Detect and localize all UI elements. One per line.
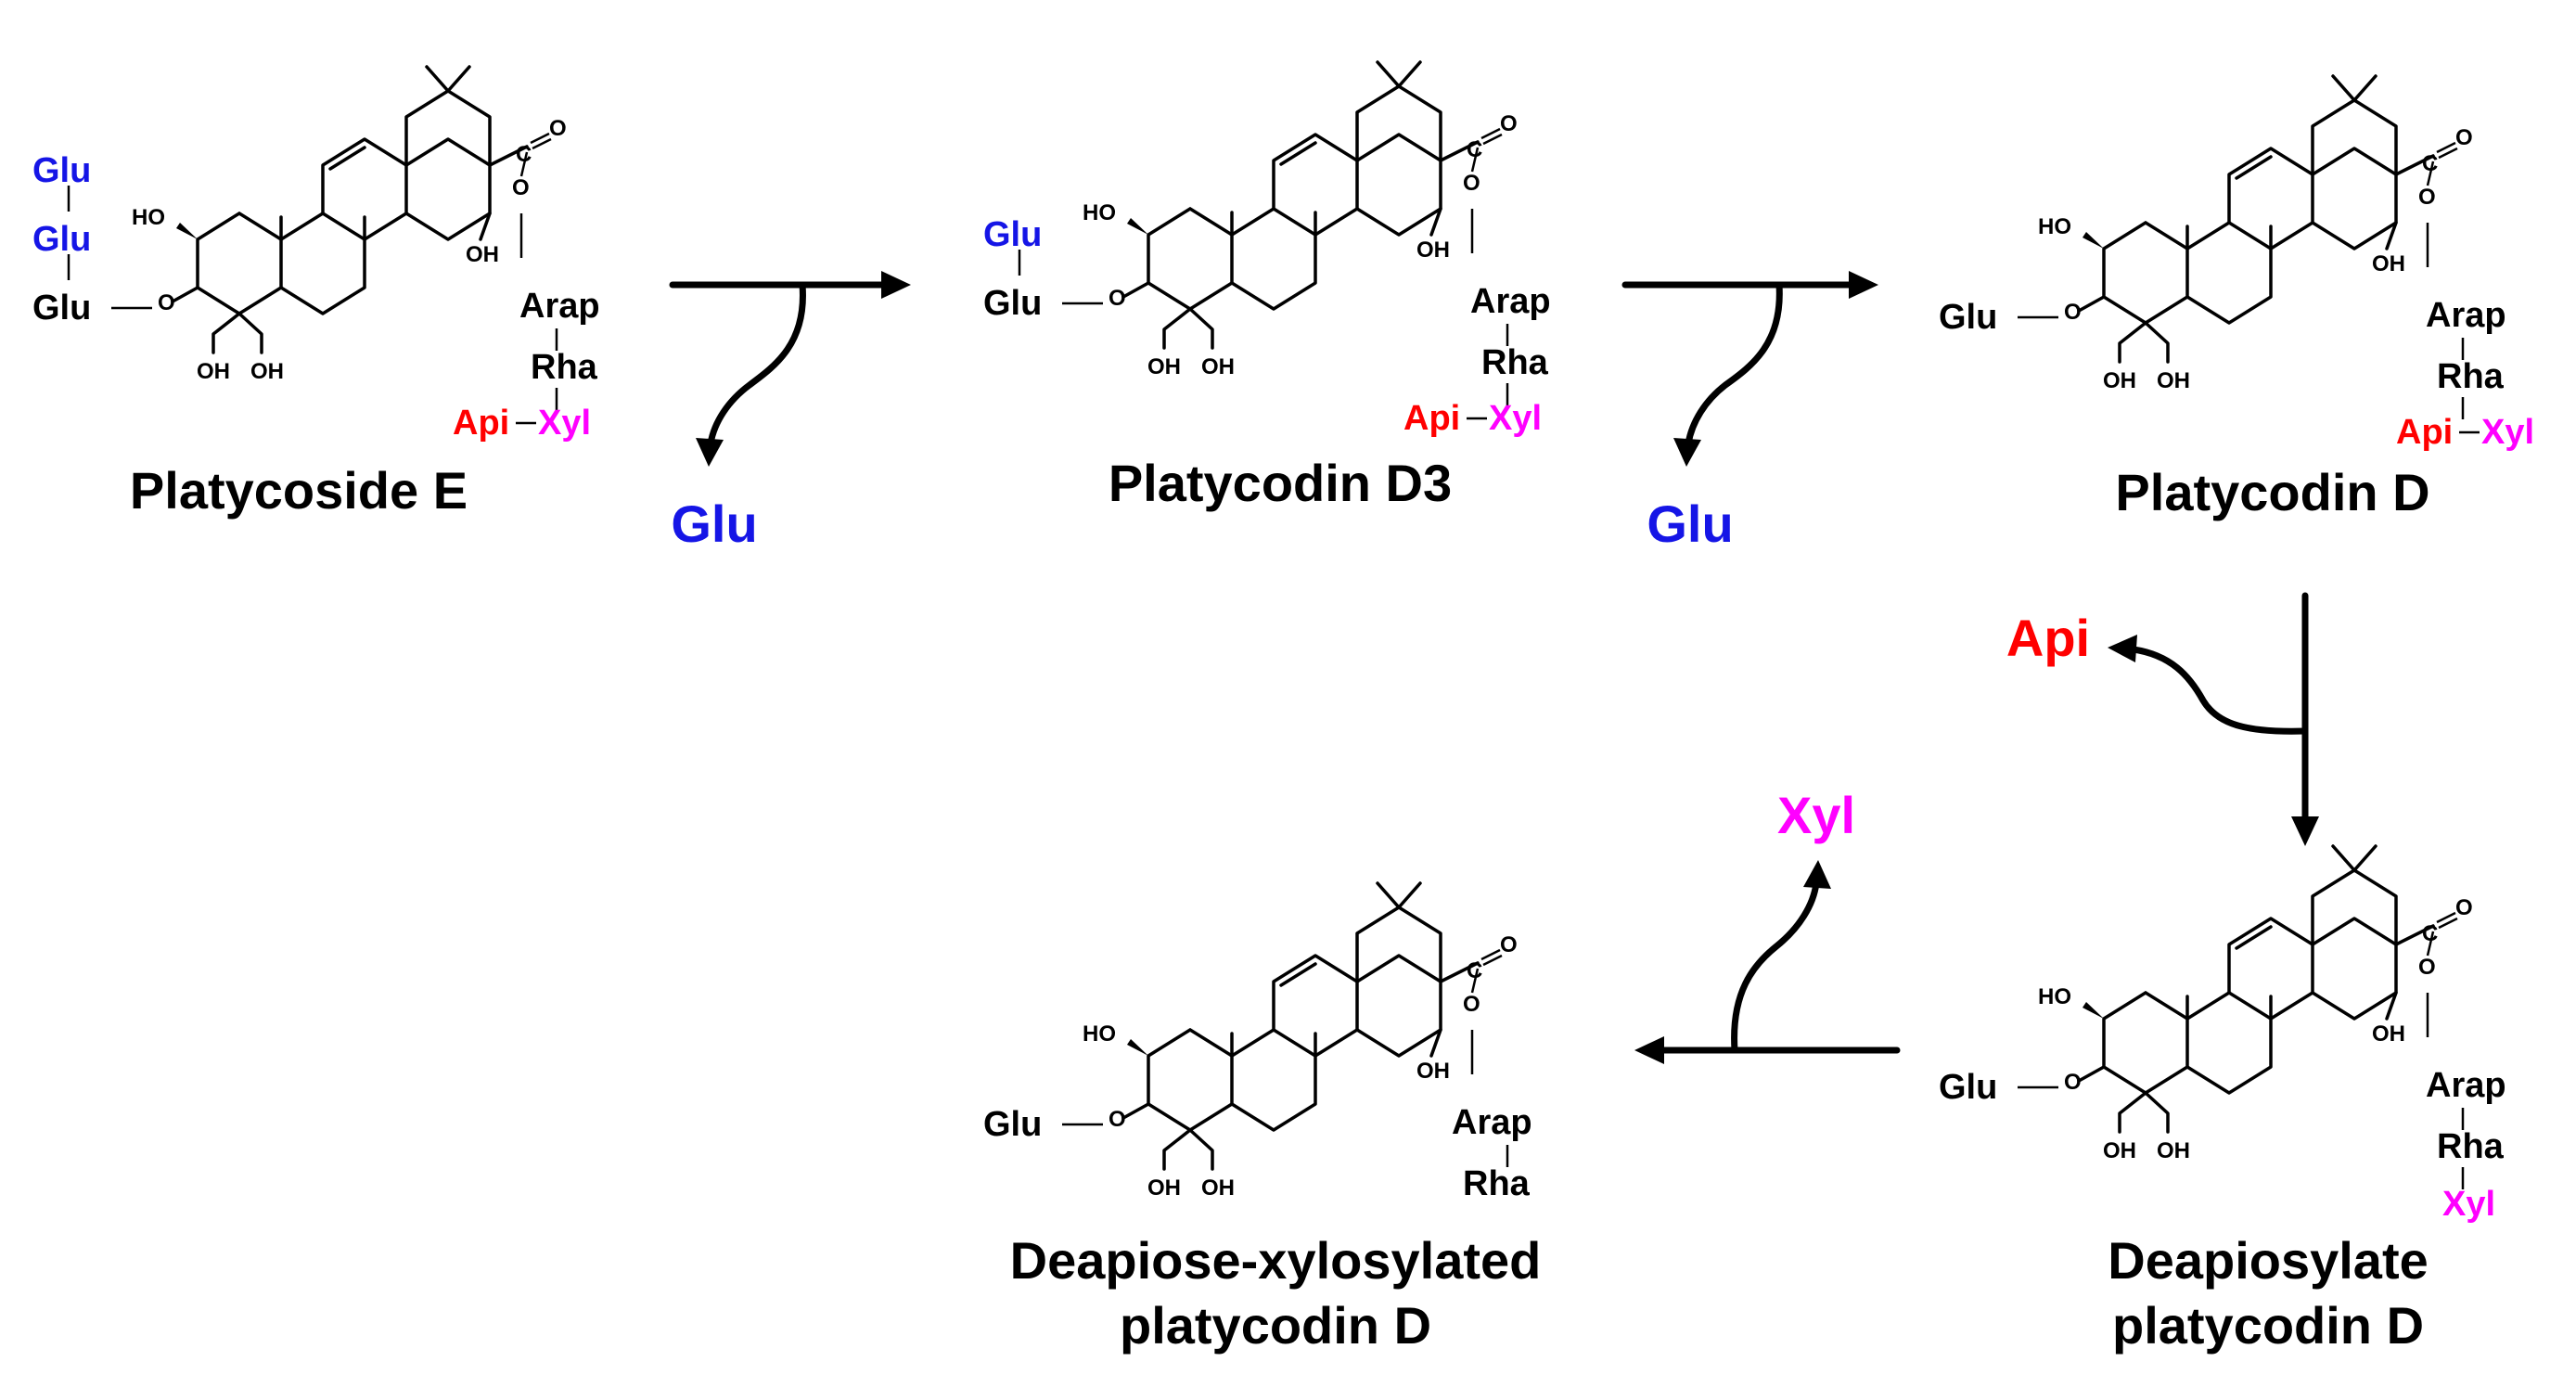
sugar-glu: Glu xyxy=(983,1105,1042,1144)
sugar-rha: Rha xyxy=(1463,1164,1531,1203)
oh-label: OH xyxy=(2372,1021,2405,1047)
compound-name: Deapiose-xylosylated xyxy=(1010,1231,1542,1290)
o-label: O xyxy=(2418,185,2436,210)
o-label: O xyxy=(2455,895,2473,920)
oh-label: OH xyxy=(1416,1059,1450,1084)
oh-label: OH xyxy=(2372,251,2405,276)
sugar-rha: Rha xyxy=(531,348,598,387)
o-label: O xyxy=(158,290,175,315)
released-sugar: Api xyxy=(2006,609,2090,667)
sugar-rha: Rha xyxy=(1481,343,1549,382)
ho-label: HO xyxy=(1083,200,1116,225)
reaction-arrow xyxy=(2108,592,2319,846)
ho-label: HO xyxy=(2038,214,2071,239)
ho-label: HO xyxy=(1083,1021,1116,1047)
sugar-xyl: Xyl xyxy=(1489,399,1542,438)
sugar-arap: Arap xyxy=(1452,1103,1532,1142)
o-label: O xyxy=(1109,1107,1126,1132)
sugar-glu: Glu xyxy=(32,220,91,259)
o-label: O xyxy=(1500,932,1518,957)
o-label: O xyxy=(2064,300,2082,325)
compound-name: Deapiosylate xyxy=(2108,1231,2429,1290)
triterpene-skeleton xyxy=(171,65,553,354)
sugar-glu: Glu xyxy=(983,284,1042,323)
compound-name: Platycodin D3 xyxy=(1109,454,1452,512)
reaction-arrow xyxy=(669,271,911,467)
o-label: O xyxy=(2455,125,2473,150)
oh-label: OH xyxy=(2103,368,2136,393)
c-label: C xyxy=(1467,958,1482,983)
oh-label: OH xyxy=(466,242,499,267)
sugar-glu: Glu xyxy=(1939,1068,1997,1107)
oh-label: OH xyxy=(197,359,230,384)
c-label: C xyxy=(516,142,532,167)
sugar-api: Api xyxy=(2396,413,2453,452)
compound-name: platycodin D xyxy=(1120,1296,1431,1355)
o-label: O xyxy=(549,116,567,141)
c-label: C xyxy=(1467,137,1482,162)
oh-label: OH xyxy=(250,359,284,384)
compound-deapiose-xylosylated-platycodin-d: HO O OH OH OH C O O Glu Arap Rha xyxy=(983,881,1532,1203)
triterpene-skeleton xyxy=(1121,881,1504,1171)
oh-label: OH xyxy=(1201,1175,1235,1201)
c-label: C xyxy=(2422,921,2438,946)
sugar-arap: Arap xyxy=(1470,282,1551,321)
triterpene-skeleton xyxy=(2077,74,2459,364)
sugar-glu: Glu xyxy=(32,151,91,190)
sugar-api: Api xyxy=(453,404,509,443)
o-label: O xyxy=(2064,1070,2082,1095)
o-label: O xyxy=(1463,992,1480,1017)
sugar-xyl: Xyl xyxy=(538,404,591,443)
oh-label: OH xyxy=(2103,1138,2136,1163)
compound-name: platycodin D xyxy=(2112,1296,2424,1355)
triterpene-skeleton xyxy=(1121,60,1504,350)
reaction-arrow xyxy=(1634,860,1901,1064)
oh-label: OH xyxy=(1147,354,1181,379)
o-label: O xyxy=(2418,955,2436,980)
sugar-rha: Rha xyxy=(2437,1127,2505,1166)
oh-label: OH xyxy=(1201,354,1235,379)
o-label: O xyxy=(1109,286,1126,311)
released-sugar: Xyl xyxy=(1777,786,1855,844)
compound-name: Platycodin D xyxy=(2115,463,2429,521)
compound-name: Platycoside E xyxy=(130,461,468,520)
reaction-arrow xyxy=(1621,271,1878,467)
compound-platycodin-d: HO O OH OH OH C O O Glu Arap Rha Api Xyl xyxy=(1939,74,2534,452)
o-label: O xyxy=(512,175,530,200)
triterpene-skeleton xyxy=(2077,844,2459,1134)
sugar-arap: Arap xyxy=(519,287,600,326)
o-label: O xyxy=(1500,111,1518,136)
ho-label: HO xyxy=(2038,984,2071,1009)
compound-platycoside-e: HO O OH OH OH C O O Glu Glu Glu Arap Rha… xyxy=(32,65,600,443)
oh-label: OH xyxy=(1147,1175,1181,1201)
oh-label: OH xyxy=(1416,238,1450,263)
compound-deapiosylate-platycodin-d: HO O OH OH OH C O O Glu Arap Rha Xyl xyxy=(1939,844,2506,1224)
sugar-glu: Glu xyxy=(32,289,91,328)
sugar-api: Api xyxy=(1403,399,1460,438)
sugar-xyl: Xyl xyxy=(2481,413,2534,452)
compound-platycodin-d3: HO O OH OH OH C O O Glu Glu Arap Rha Api… xyxy=(983,60,1551,438)
released-sugar: Glu xyxy=(671,494,757,553)
sugar-arap: Arap xyxy=(2426,1066,2506,1105)
released-sugar: Glu xyxy=(1647,494,1733,553)
sugar-xyl: Xyl xyxy=(2442,1185,2495,1224)
o-label: O xyxy=(1463,171,1480,196)
oh-label: OH xyxy=(2157,368,2190,393)
sugar-glu: Glu xyxy=(1939,298,1997,337)
c-label: C xyxy=(2422,151,2438,176)
ho-label: HO xyxy=(132,205,165,230)
sugar-glu: Glu xyxy=(983,215,1042,254)
sugar-arap: Arap xyxy=(2426,296,2506,335)
oh-label: OH xyxy=(2157,1138,2190,1163)
sugar-rha: Rha xyxy=(2437,357,2505,396)
